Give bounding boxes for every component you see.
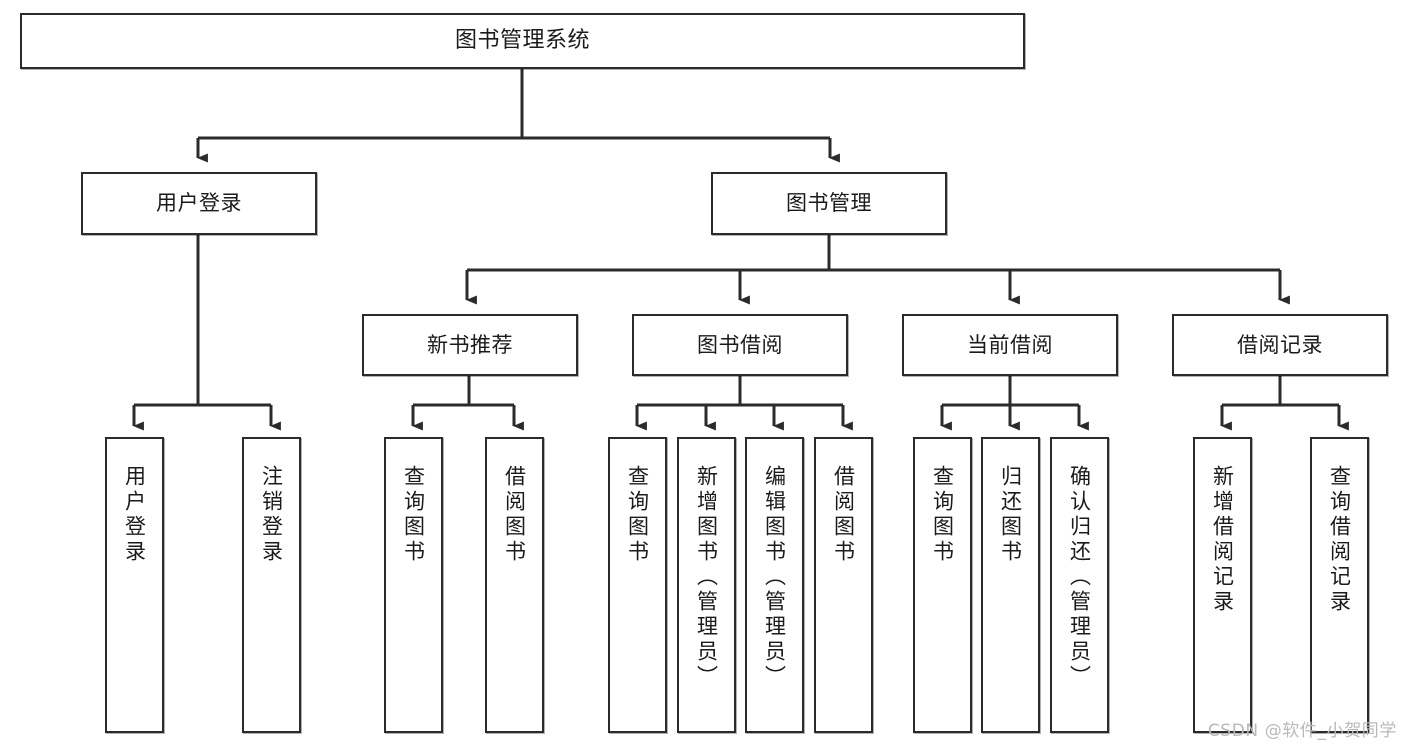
node-label: 编辑图书（管理员）: [762, 465, 787, 690]
node-current-borrow[interactable]: 当前借阅: [902, 314, 1118, 376]
node-user-login[interactable]: 用户登录: [81, 172, 317, 235]
node-label: 注销登录: [259, 465, 284, 565]
node-label: 用户登录: [156, 191, 242, 216]
node-root-library-system[interactable]: 图书管理系统: [20, 13, 1025, 69]
node-label: 借阅图书: [502, 465, 527, 565]
node-label: 借阅记录: [1237, 332, 1323, 357]
node-new-book-recommend[interactable]: 新书推荐: [362, 314, 578, 376]
leaf-add-borrow-record[interactable]: 新增借阅记录: [1193, 437, 1252, 733]
node-label: 新增图书（管理员）: [694, 465, 719, 690]
leaf-borrow-book[interactable]: 借阅图书: [814, 437, 873, 733]
node-label: 用户登录: [122, 465, 147, 565]
node-label: 查询图书: [625, 465, 650, 565]
node-label: 查询图书: [401, 465, 426, 565]
node-label: 当前借阅: [967, 332, 1053, 357]
node-label: 归还图书: [998, 465, 1023, 565]
node-label: 查询图书: [930, 465, 955, 565]
node-label: 图书借阅: [697, 332, 783, 357]
leaf-query-borrow-record[interactable]: 查询借阅记录: [1310, 437, 1369, 733]
leaf-query-book-current[interactable]: 查询图书: [913, 437, 972, 733]
leaf-return-book[interactable]: 归还图书: [981, 437, 1040, 733]
leaf-confirm-return-admin[interactable]: 确认归还（管理员）: [1050, 437, 1109, 733]
node-label: 新书推荐: [427, 332, 513, 357]
csdn-watermark: CSDN @软件_小贺同学: [1207, 721, 1397, 741]
node-book-management[interactable]: 图书管理: [711, 172, 947, 235]
node-label: 查询借阅记录: [1327, 465, 1352, 615]
node-label: 图书管理系统: [454, 28, 590, 54]
leaf-edit-book-admin[interactable]: 编辑图书（管理员）: [745, 437, 804, 733]
node-label: 借阅图书: [831, 465, 856, 565]
node-label: 确认归还（管理员）: [1067, 465, 1092, 690]
leaf-logout[interactable]: 注销登录: [242, 437, 301, 733]
leaf-add-book-admin[interactable]: 新增图书（管理员）: [677, 437, 736, 733]
leaf-query-book-borrow[interactable]: 查询图书: [608, 437, 667, 733]
node-book-borrow[interactable]: 图书借阅: [632, 314, 848, 376]
leaf-query-book-recommend[interactable]: 查询图书: [384, 437, 443, 733]
node-label: 新增借阅记录: [1210, 465, 1235, 615]
node-label: 图书管理: [786, 191, 872, 216]
node-borrow-record[interactable]: 借阅记录: [1172, 314, 1388, 376]
leaf-borrow-book-recommend[interactable]: 借阅图书: [485, 437, 544, 733]
leaf-user-login[interactable]: 用户登录: [105, 437, 164, 733]
